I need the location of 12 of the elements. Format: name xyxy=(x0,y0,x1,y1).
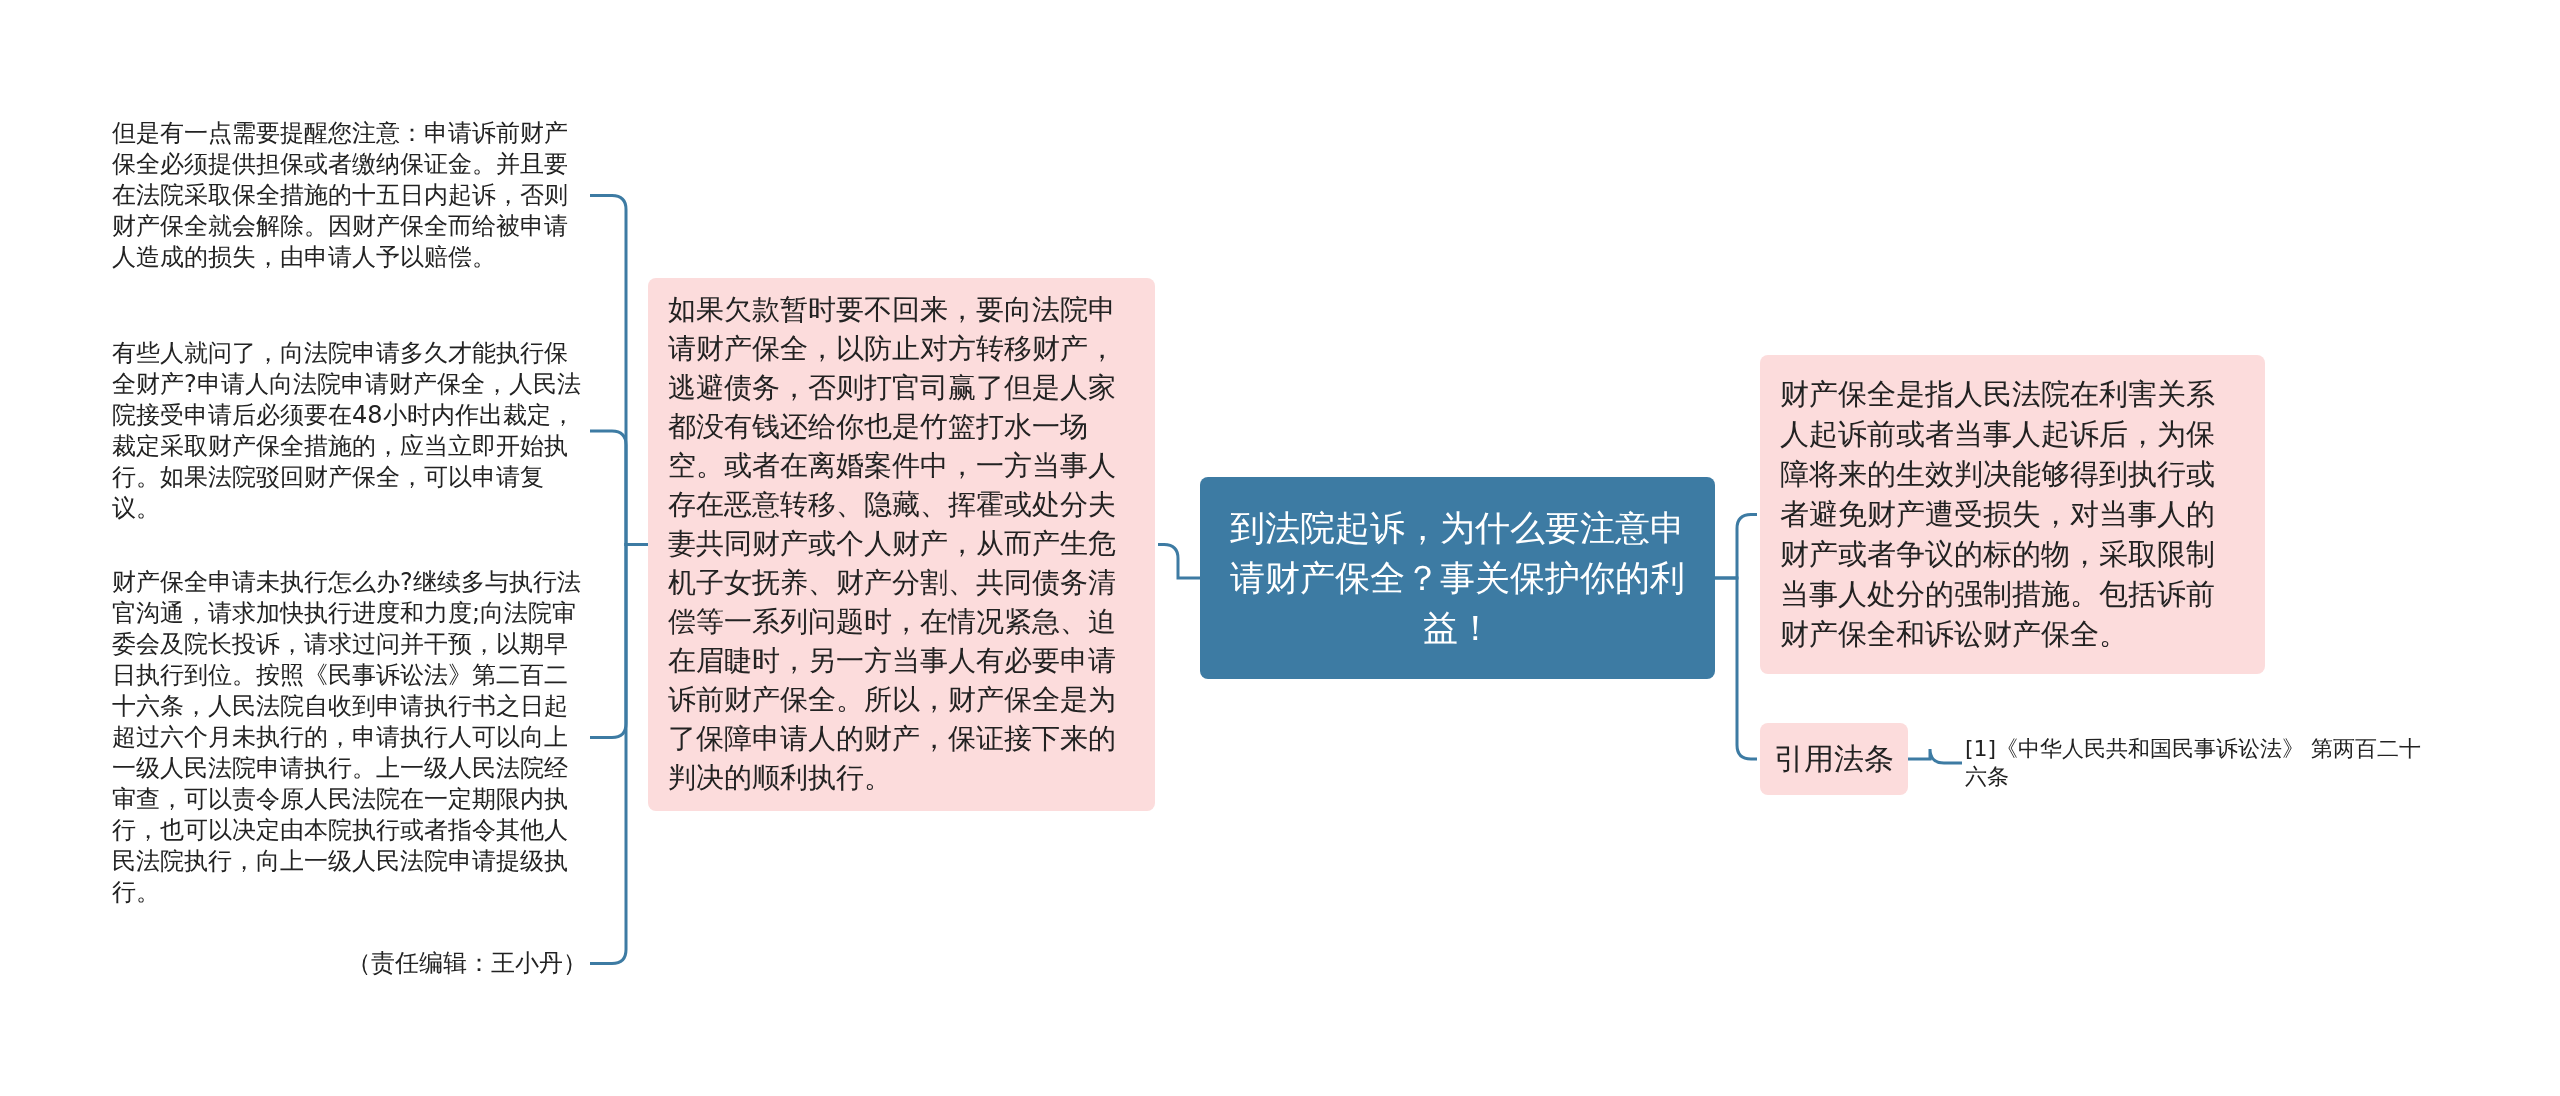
connector-line xyxy=(1158,543,1200,580)
reference-text: [1]《中华人民共和国民事诉讼法》 第两百二十六条 xyxy=(1965,735,2435,791)
note-text: 但是有一点需要提醒您注意：申请诉前财产保全必须提供担保或者缴纳保证金。并且要在法院采取保全措施的十五日内起诉，否则财产保全就会解除。因财产保全而给被申请人造成的损失，由申请人予以赔偿。 xyxy=(112,118,587,273)
topic-box: 到法院起诉，为什么要注意申请财产保全？事关保护你的利益！ xyxy=(1200,477,1715,679)
editor-note: （责任编辑：王小丹） xyxy=(330,948,587,979)
note-text: 有些人就问了，向法院申请多久才能执行保全财产?申请人向法院申请财产保全，人民法院接受申请后必须要在48小时内作出裁定，裁定采取财产保全措施的，应当立即开始执行。如果法院驳回财产保全，可以申请复议。 xyxy=(112,338,587,524)
connector-line xyxy=(1908,747,1962,765)
text-box: 财产保全是指人民法院在利害关系人起诉前或者当事人起诉后，为保障将来的生效判决能够得到执行或者避免财产遭受损失，对当事人的财产或者争议的标的物，采取限制当事人处分的强制措施。包括诉前财产保全和诉讼财产保全。 xyxy=(1760,355,2265,674)
note-text: 财产保全申请未执行怎么办?继续多与执行法官沟通，请求加快执行进度和力度;向法院审委会及院长投诉，请求过问并干预，以期早日执行到位。按照《民事诉讼法》第二百二十六条，人民法院自收到申请执行书之日起超过六个月未执行的，申请执行人可以向上一级人民法院申请执行。上一级人民法院经审查，可以责令原人民法院在一定期限内执行，也可以决定由本院执行或者指令其他人民法院执行，向上一级人民法院申请提级执行。 xyxy=(112,567,587,908)
connector-line xyxy=(590,543,648,965)
text-box: 如果欠款暂时要不回来，要向法院申请财产保全，以防止对方转移财产，逃避债务，否则打官司赢了但是人家都没有钱还给你也是竹篮打水一场空。或者在离婚案件中，一方当事人存在恶意转移、隐藏、挥霍或处分夫妻共同财产或个人财产，从而产生危机子女抚养、财产分割、共同债务清偿等一系列问题时，在情况紧急、迫在眉睫时，另一方当事人有必要申请诉前财产保全。所以，财产保全是为了保障申请人的财产，保证接下来的判决的顺利执行。 xyxy=(648,278,1155,811)
topic-label: 引用法条 xyxy=(1760,723,1908,795)
